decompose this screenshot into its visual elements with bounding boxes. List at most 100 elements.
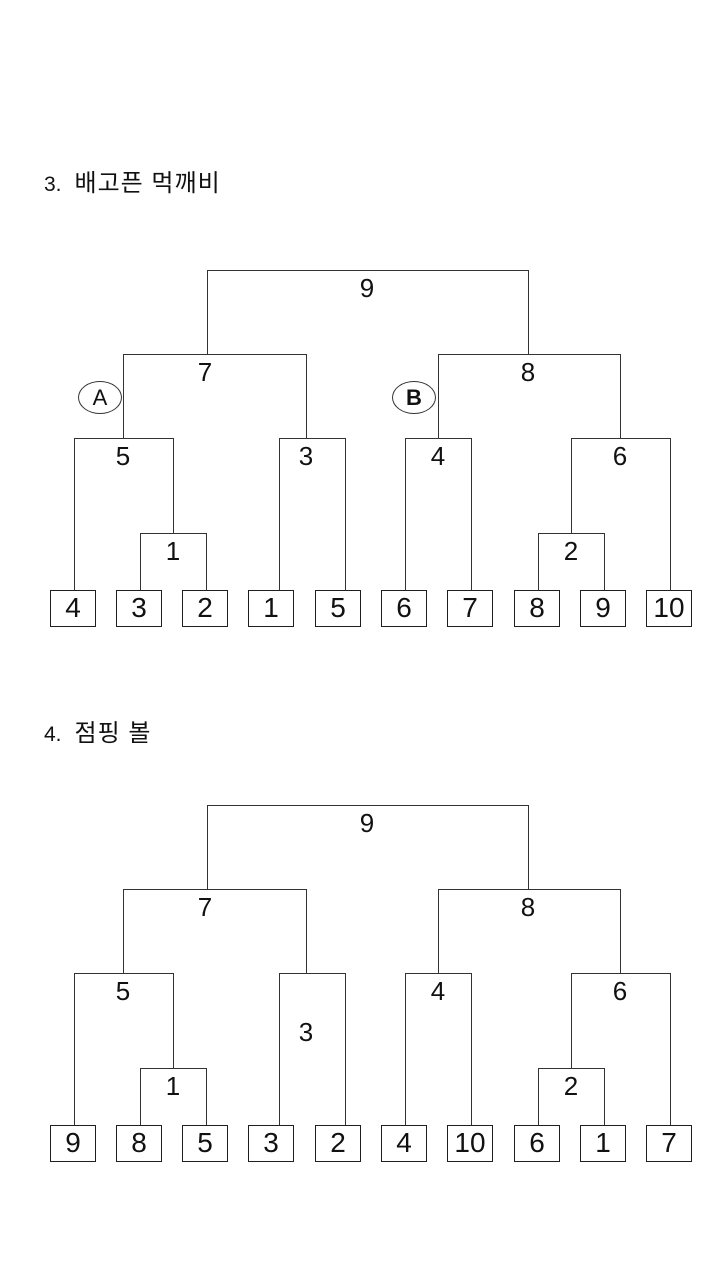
connector-line — [140, 1068, 141, 1125]
node-label-inner-2: 2 — [563, 1071, 579, 1101]
connector-line — [438, 889, 620, 890]
connector-line — [620, 889, 621, 973]
node-label-left: 7 — [197, 892, 213, 922]
connector-line — [206, 533, 207, 590]
connector-line — [207, 805, 528, 806]
connector-line — [207, 270, 208, 354]
leaf-box: 9 — [50, 1125, 96, 1162]
connector-line — [438, 889, 439, 973]
node-label-inner-1: 1 — [165, 536, 181, 566]
connector-line — [74, 973, 75, 1125]
leaf-box: 2 — [315, 1125, 361, 1162]
connector-line — [173, 438, 174, 533]
connector-line — [405, 438, 471, 439]
leaf-box: 3 — [116, 590, 162, 627]
leaf-box: 9 — [580, 590, 626, 627]
connector-line — [140, 533, 141, 590]
connector-line — [279, 438, 280, 590]
connector-line — [604, 533, 605, 590]
connector-line — [471, 438, 472, 590]
section-number: 3. — [44, 173, 62, 196]
connector-line — [206, 1068, 207, 1125]
bracket-diagram-4: 9 7 8 5 3 4 6 1 2 9 8 5 3 2 4 10 6 1 7 — [0, 795, 720, 1167]
section-3-heading: 3. 배고픈 먹깨비 — [44, 163, 221, 198]
leaf-box: 4 — [50, 590, 96, 627]
node-label-root: 9 — [359, 808, 375, 838]
connector-line — [438, 354, 439, 438]
connector-line — [279, 973, 280, 1125]
connector-line — [123, 889, 124, 973]
leaf-box: 7 — [447, 590, 493, 627]
connector-line — [123, 354, 124, 438]
connector-line — [571, 438, 572, 533]
connector-line — [306, 354, 307, 438]
leaf-box: 10 — [447, 1125, 493, 1162]
connector-line — [471, 973, 472, 1125]
leaf-box: 1 — [248, 590, 294, 627]
connector-line — [670, 973, 671, 1125]
leaf-box: 5 — [315, 590, 361, 627]
connector-line — [405, 973, 406, 1125]
node-label-left: 7 — [197, 357, 213, 387]
node-label-inner-1: 1 — [165, 1071, 181, 1101]
node-label-right: 8 — [520, 892, 536, 922]
connector-line — [438, 354, 620, 355]
connector-line — [306, 889, 307, 973]
section-title: 배고픈 먹깨비 — [74, 170, 221, 197]
node-label-left-right: 3 — [298, 441, 314, 471]
node-label-right-left: 4 — [430, 976, 446, 1006]
node-label-left-right: 3 — [298, 1017, 314, 1047]
connector-line — [571, 973, 670, 974]
leaf-box: 1 — [580, 1125, 626, 1162]
section-title: 점핑 볼 — [74, 720, 152, 747]
leaf-box: 4 — [381, 1125, 427, 1162]
leaf-box: 10 — [646, 590, 692, 627]
leaf-box: 8 — [514, 590, 560, 627]
node-label-right-right: 6 — [612, 441, 628, 471]
connector-line — [571, 438, 670, 439]
connector-line — [345, 973, 346, 1125]
connector-line — [173, 973, 174, 1068]
connector-line — [538, 1068, 539, 1125]
connector-line — [123, 354, 306, 355]
leaf-box: 7 — [646, 1125, 692, 1162]
connector-line — [140, 533, 206, 534]
bracket-diagram-3: 9 7 8 5 3 4 6 1 2 A B 4 3 2 1 5 6 7 8 9 … — [0, 260, 720, 632]
leaf-box: 6 — [381, 590, 427, 627]
node-label-left-left: 5 — [115, 441, 131, 471]
connector-line — [207, 805, 208, 889]
connector-line — [571, 973, 572, 1068]
node-label-right-left: 4 — [430, 441, 446, 471]
section-number: 4. — [44, 723, 62, 746]
marker-b-circle: B — [392, 381, 436, 414]
connector-line — [405, 438, 406, 590]
connector-line — [528, 270, 529, 354]
leaf-box: 8 — [116, 1125, 162, 1162]
node-label-right-right: 6 — [612, 976, 628, 1006]
node-label-inner-2: 2 — [563, 536, 579, 566]
connector-line — [279, 973, 345, 974]
connector-line — [538, 533, 604, 534]
leaf-box: 5 — [182, 1125, 228, 1162]
connector-line — [279, 438, 345, 439]
connector-line — [670, 438, 671, 590]
connector-line — [620, 354, 621, 438]
connector-line — [140, 1068, 206, 1069]
connector-line — [74, 438, 75, 590]
connector-line — [74, 438, 173, 439]
node-label-left-left: 5 — [115, 976, 131, 1006]
connector-line — [538, 533, 539, 590]
connector-line — [538, 1068, 604, 1069]
connector-line — [528, 805, 529, 889]
connector-line — [604, 1068, 605, 1125]
section-4-heading: 4. 점핑 볼 — [44, 713, 151, 748]
connector-line — [207, 270, 528, 271]
leaf-box: 3 — [248, 1125, 294, 1162]
connector-line — [405, 973, 471, 974]
marker-a-circle: A — [78, 381, 122, 414]
node-label-right: 8 — [520, 357, 536, 387]
leaf-box: 2 — [182, 590, 228, 627]
connector-line — [74, 973, 173, 974]
leaf-box: 6 — [514, 1125, 560, 1162]
